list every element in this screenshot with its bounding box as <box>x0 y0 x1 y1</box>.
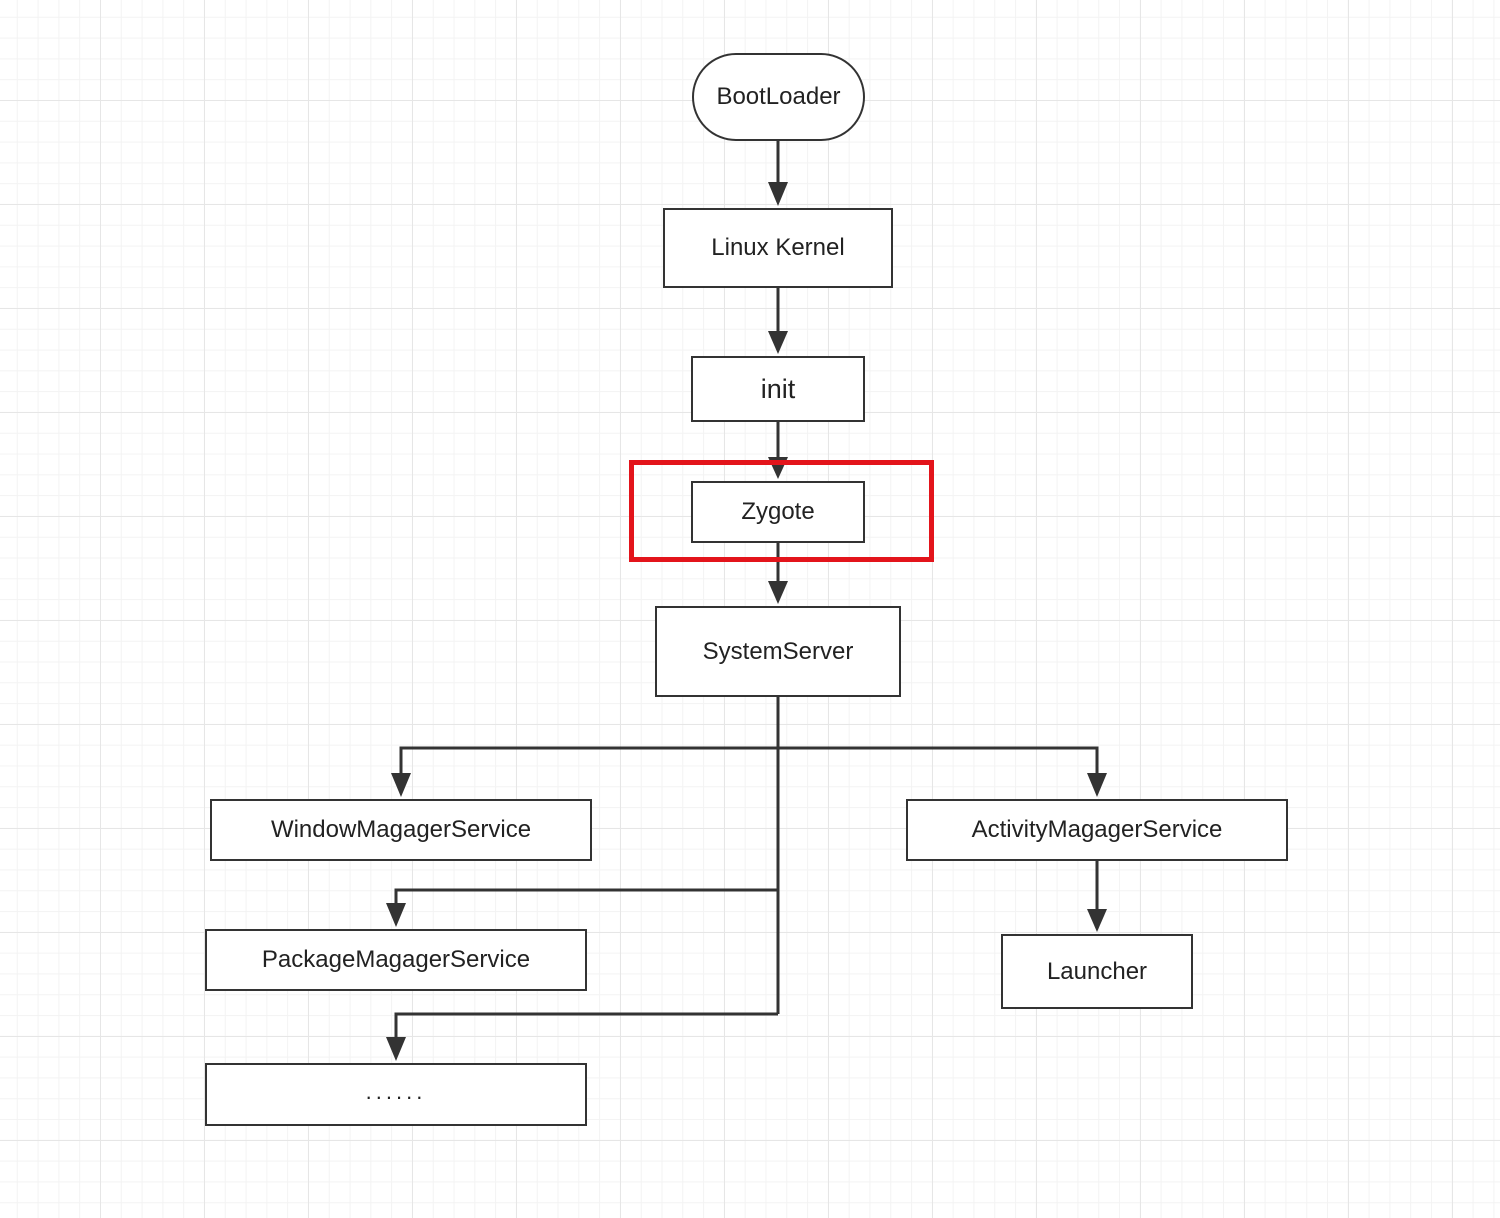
node-init-label: init <box>760 373 796 404</box>
node-package-manager-service: PackageMagagerService <box>205 929 587 991</box>
edge-systemserver-more <box>386 1012 778 1061</box>
node-window-manager-service-label: WindowMagagerService <box>270 816 532 843</box>
node-activity-manager-service-label: ActivityMagagerService <box>971 816 1223 843</box>
node-linux-kernel: Linux Kernel <box>663 208 893 288</box>
node-bootloader-label: BootLoader <box>716 83 841 110</box>
edge-systemserver-pms <box>386 888 778 927</box>
edge-init-zygote <box>768 422 788 479</box>
node-linux-kernel-label: Linux Kernel <box>711 234 845 261</box>
node-launcher: Launcher <box>1001 934 1193 1009</box>
node-init: init <box>691 356 865 422</box>
node-more-services-label: ...... <box>365 1079 427 1104</box>
edge-systemserver-wms-ams-bus <box>391 746 1107 797</box>
node-activity-manager-service: ActivityMagagerService <box>906 799 1288 861</box>
node-bootloader: BootLoader <box>692 53 865 141</box>
edge-bootloader-kernel <box>768 141 788 206</box>
node-zygote-label: Zygote <box>741 498 815 525</box>
node-systemserver-label: SystemServer <box>702 637 854 665</box>
edge-zygote-systemserver <box>768 543 788 604</box>
node-zygote: Zygote <box>691 481 865 543</box>
edge-kernel-init <box>768 288 788 354</box>
node-window-manager-service: WindowMagagerService <box>210 799 592 861</box>
node-launcher-label: Launcher <box>1046 957 1148 985</box>
node-systemserver: SystemServer <box>655 606 901 697</box>
node-package-manager-service-label: PackageMagagerService <box>261 946 531 973</box>
edge-ams-launcher <box>1087 861 1107 932</box>
node-more-services: ...... <box>205 1063 587 1126</box>
